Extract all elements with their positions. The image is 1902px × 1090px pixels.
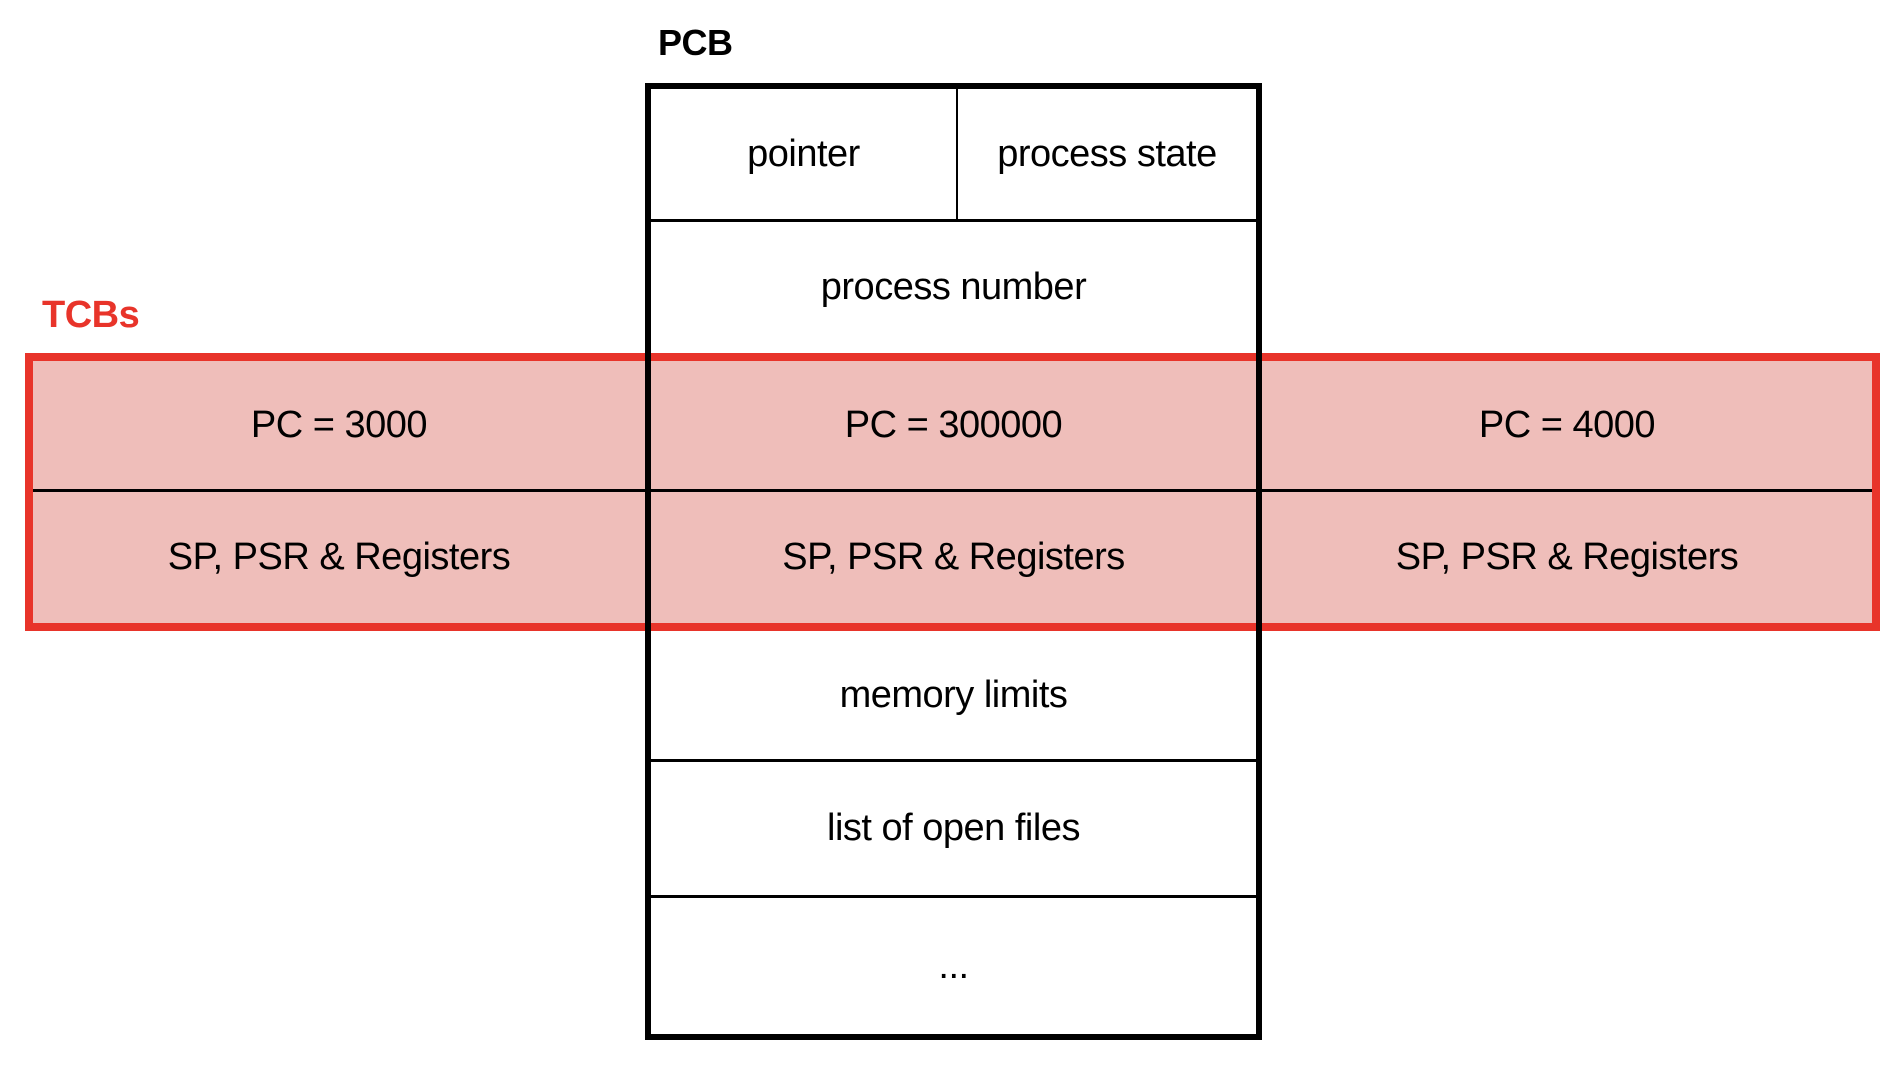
pcb-ellipsis-cell: ... bbox=[938, 944, 969, 987]
tcb-thread3-pc-cell: PC = 4000 bbox=[1262, 361, 1872, 492]
pcb-process-state-cell: process state bbox=[997, 132, 1217, 175]
tcb-thread1-registers-cell: SP, PSR & Registers bbox=[167, 536, 511, 578]
pcb-open-files-cell: list of open files bbox=[651, 762, 1256, 898]
pcb-tcb-overlap-region bbox=[651, 353, 1256, 631]
tcbs-title: TCBs bbox=[42, 294, 140, 336]
tcb-thread1-pc-cell: PC = 3000 bbox=[33, 361, 645, 492]
tcb-thread2-registers-cell: SP, PSR & Registers bbox=[782, 536, 1125, 578]
pcb-title: PCB bbox=[658, 22, 733, 63]
pcb-box: pointer process state process number mem… bbox=[645, 83, 1262, 1040]
pcb-process-number-cell: process number bbox=[820, 266, 1087, 308]
tcb-band: PC = 3000 PC = 300000 PC = 4000 SP, PSR … bbox=[25, 353, 1880, 631]
tcb-thread2-pc-cell: PC = 300000 bbox=[645, 361, 1262, 492]
pcb-row-pointer-state: pointer process state bbox=[651, 89, 1256, 222]
pcb-memory-limits-cell: memory limits bbox=[651, 631, 1256, 762]
tcb-thread3-registers-cell: SP, PSR & Registers bbox=[1395, 536, 1739, 578]
pcb-pointer-cell: pointer bbox=[651, 89, 958, 219]
